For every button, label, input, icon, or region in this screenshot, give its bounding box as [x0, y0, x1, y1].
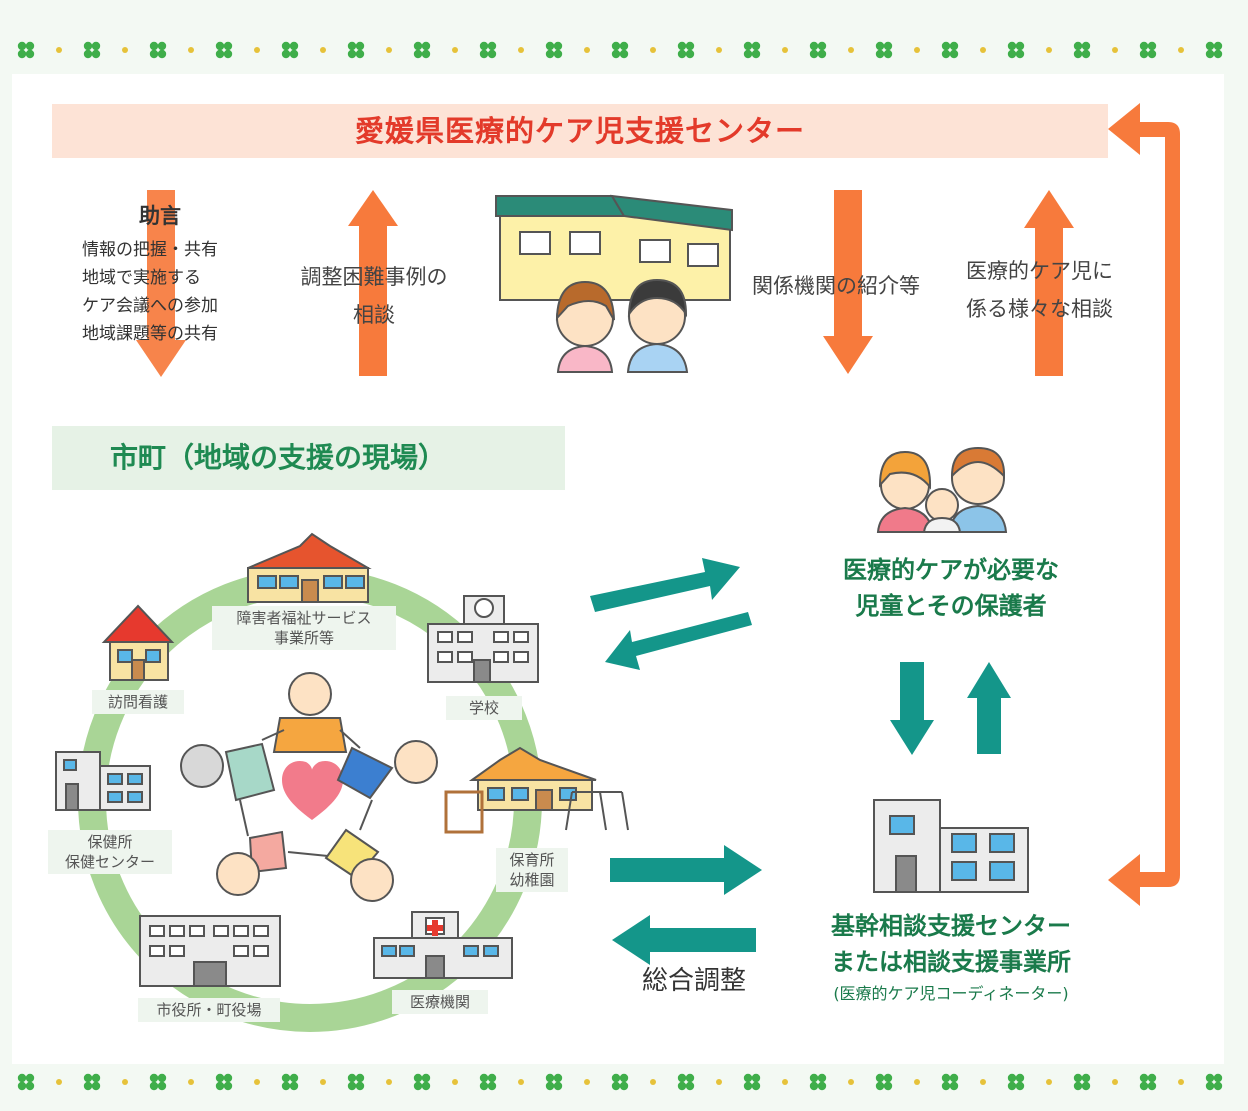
border-dot — [1112, 47, 1118, 53]
border-dot — [650, 1079, 656, 1085]
nursery-icon — [444, 746, 629, 834]
border-dot — [1178, 1079, 1184, 1085]
border-dot — [782, 1079, 788, 1085]
border-dot — [254, 47, 260, 53]
family-box-text: 医療的ケアが必要な 児童とその保護者 — [794, 552, 1108, 624]
introduce-agencies-label: 関係機関の紹介等 — [752, 274, 920, 298]
border-dot — [1046, 47, 1052, 53]
arrow-from-center — [612, 915, 756, 965]
welfare-office-label: 障害者福祉サービス 事業所等 — [212, 606, 396, 650]
border-dot — [320, 47, 326, 53]
nursery-line: 保育所 — [509, 851, 555, 869]
border-dot — [452, 47, 458, 53]
border-dot — [386, 47, 392, 53]
various-consult-label: 医療的ケア児に 係る様々な相談 — [966, 252, 1166, 328]
health-line: 保健所 — [87, 833, 133, 851]
welfare-line: 事業所等 — [273, 629, 334, 647]
border-dot — [782, 47, 788, 53]
nursery-line: 幼稚園 — [509, 871, 555, 889]
border-dot — [1112, 1079, 1118, 1085]
border-dot — [320, 1079, 326, 1085]
border-dot — [584, 47, 590, 53]
border-dot — [1046, 1079, 1052, 1085]
border-dot — [650, 47, 656, 53]
page-title: 愛媛県医療的ケア児支援センター — [354, 114, 805, 148]
advice-line: ケア会議への参加 — [82, 296, 218, 316]
border-dot — [716, 47, 722, 53]
border-dot — [584, 1079, 590, 1085]
heart-icon — [282, 760, 343, 820]
border-dot — [980, 47, 986, 53]
arrow-consult-up — [348, 190, 398, 376]
border-dot — [56, 47, 62, 53]
family-illustration — [876, 446, 1008, 533]
visiting-nurse-label: 訪問看護 — [92, 690, 184, 714]
advice-line: 情報の把握・共有 — [82, 240, 218, 260]
various-consult-line: 医療的ケア児に — [966, 259, 1113, 283]
border-dot — [914, 1079, 920, 1085]
border-dot — [848, 1079, 854, 1085]
arrow-introduce-down — [823, 190, 873, 374]
advice-title: 助言 — [139, 204, 181, 228]
arrow-family-to-center — [890, 662, 934, 755]
center-line: または相談支援事業所 — [831, 948, 1071, 976]
border-dot — [188, 1079, 194, 1085]
border-dot — [980, 1079, 986, 1085]
border-dot — [1178, 47, 1184, 53]
header-band — [52, 104, 1108, 158]
clover-border-bottom — [17, 1073, 1223, 1091]
health-line: 保健センター — [64, 853, 155, 871]
nursery-label: 保育所 幼稚園 — [496, 848, 568, 892]
border-dot — [56, 1079, 62, 1085]
health-center-icon — [55, 751, 151, 811]
bracket-arrow-right — [1108, 103, 1180, 906]
border-dot — [848, 47, 854, 53]
city-hall-label: 市役所・町役場 — [138, 998, 280, 1022]
support-center-building-illustration — [495, 194, 733, 373]
city-hall-icon — [139, 915, 281, 987]
school-icon — [427, 595, 539, 683]
consultation-center-building-illustration — [873, 799, 1029, 893]
school-label: 学校 — [446, 696, 522, 720]
various-consult-line: 係る様々な相談 — [966, 297, 1113, 321]
arrow-center-to-family — [967, 662, 1011, 754]
welfare-office-icon — [247, 532, 372, 603]
arrow-to-center — [610, 845, 762, 895]
consult-line: 調整困難事例の — [300, 265, 448, 289]
center-line: 基幹相談支援センター — [831, 912, 1071, 940]
advice-line: 地域で実施する — [82, 268, 201, 288]
border-dot — [914, 47, 920, 53]
border-dot — [386, 1079, 392, 1085]
difficult-case-consult-label: 調整困難事例の 相談 — [272, 258, 476, 334]
advice-line: 地域課題等の共有 — [82, 324, 218, 344]
welfare-line: 障害者福祉サービス — [236, 609, 372, 627]
arrow-from-family — [605, 612, 752, 670]
municipality-title: 市町（地域の支援の現場） — [52, 426, 565, 490]
border-dot — [254, 1079, 260, 1085]
coordinator-label: (医療的ケア児コーディネーター) — [833, 984, 1069, 1003]
border-dot — [188, 47, 194, 53]
children-ring-illustration — [180, 672, 438, 902]
border-dot — [122, 1079, 128, 1085]
family-line: 医療的ケアが必要な — [843, 556, 1059, 584]
center-box-text: 基幹相談支援センター または相談支援事業所 — [794, 908, 1108, 980]
border-dot — [518, 1079, 524, 1085]
border-dot — [716, 1079, 722, 1085]
border-dot — [452, 1079, 458, 1085]
family-line: 児童とその保護者 — [855, 592, 1047, 620]
arrow-various-consult-up — [1024, 190, 1074, 376]
clover-border-top — [17, 41, 1223, 59]
consult-line: 相談 — [353, 303, 395, 327]
border-dot — [122, 47, 128, 53]
advice-list: 情報の把握・共有 地域で実施する ケア会議への参加 地域課題等の共有 — [82, 236, 252, 348]
visiting-nurse-house-icon — [101, 604, 175, 681]
medical-institution-label: 医療機関 — [392, 990, 488, 1014]
arrow-advice-down — [136, 190, 186, 377]
hospital-icon — [373, 911, 513, 979]
overall-coordination-label: 総合調整 — [642, 966, 747, 996]
border-dot — [518, 47, 524, 53]
arrow-to-family — [590, 558, 740, 612]
health-center-label: 保健所 保健センター — [48, 830, 172, 874]
